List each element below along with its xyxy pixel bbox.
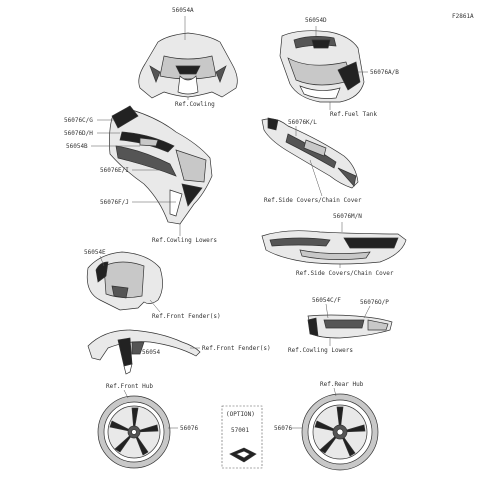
ref-side-covers-1: Ref.Side Covers/Chain Cover	[264, 197, 362, 204]
label-56076KL: 56076K/L	[288, 119, 317, 126]
diagram-id: F2861A	[452, 13, 474, 20]
label-56054A: 56054A	[172, 7, 194, 14]
label-56076EI: 56076E/I	[100, 167, 129, 174]
label-56076-rear: 56076	[274, 425, 292, 432]
label-56076MN: 56076M/N	[333, 213, 362, 220]
rear-wheel-icon	[301, 393, 379, 471]
option-label: (OPTION)	[226, 411, 255, 418]
label-56076-front: 56076	[180, 425, 198, 432]
ref-front-hub: Ref.Front Hub	[106, 383, 153, 390]
tail-cover-icon	[261, 230, 407, 265]
front-fender-top-icon	[86, 251, 163, 311]
ref-cowling: Ref.Cowling	[175, 101, 215, 108]
label-56054: 56054	[142, 349, 160, 356]
option-emblem-icon	[229, 447, 257, 463]
ref-front-fenders-1: Ref.Front Fender(s)	[152, 313, 221, 320]
label-56076OP: 56076O/P	[360, 299, 389, 306]
ref-side-covers-2: Ref.Side Covers/Chain Cover	[296, 270, 394, 277]
side-cover-icon	[261, 117, 359, 189]
ref-rear-hub: Ref.Rear Hub	[320, 381, 364, 388]
front-wheel-icon	[97, 395, 171, 469]
windshield-cowling-icon	[138, 32, 238, 99]
ref-cowling-lowers-1: Ref.Cowling Lowers	[152, 237, 217, 244]
label-56076FJ: 56076F/J	[100, 199, 129, 206]
label-56076DH: 56076D/H	[64, 130, 93, 137]
label-56076CG: 56076C/G	[64, 117, 93, 124]
label-56054E: 56054E	[84, 249, 106, 256]
fuel-tank-icon	[279, 30, 365, 103]
option-part-box: (OPTION) 57001	[221, 405, 263, 469]
label-56076AB: 56076A/B	[370, 69, 399, 76]
ref-fuel-tank: Ref.Fuel Tank	[330, 111, 377, 118]
cowling-lower-icon	[307, 314, 393, 339]
label-56054B: 56054B	[66, 143, 88, 150]
ref-cowling-lowers-2: Ref.Cowling Lowers	[288, 347, 353, 354]
label-56054CF: 56054C/F	[312, 297, 341, 304]
label-56054D: 56054D	[305, 17, 327, 24]
label-57001: 57001	[231, 427, 249, 434]
ref-front-fenders-2: Ref.Front Fender(s)	[202, 345, 271, 352]
side-cowling-icon	[108, 105, 213, 225]
front-fender-side-icon	[87, 329, 201, 375]
